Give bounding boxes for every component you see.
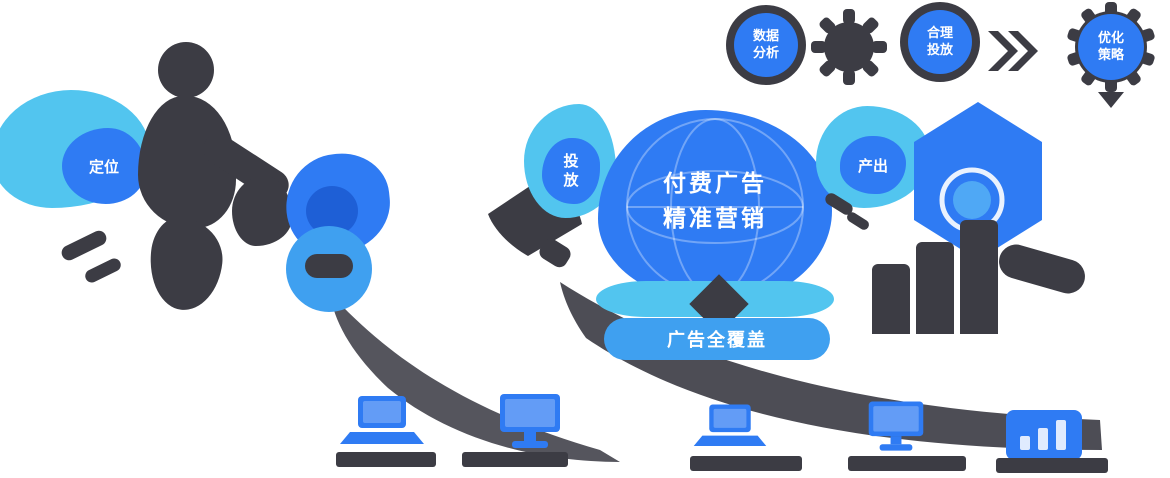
laptop-icon [693, 404, 767, 446]
flow-step-ring: 合理 投放 [900, 2, 980, 82]
podium-bar-medium [916, 242, 954, 334]
positioning-label: 定位 [88, 158, 119, 176]
double-chevron-icon [988, 31, 1038, 71]
caption-text-bar [690, 456, 802, 471]
caption-text-bar [996, 458, 1108, 473]
flow-step-2: 合理 投放 [900, 2, 980, 82]
flow-step-circle: 合理 投放 [908, 10, 972, 74]
monitor-icon [868, 401, 924, 451]
monitor-icon [500, 394, 560, 448]
laptop-icon [340, 396, 424, 444]
flow-step-ring: 数据 分析 [726, 5, 806, 85]
pointer-triangle-icon [1098, 92, 1124, 108]
bar-chart-icon [1006, 410, 1082, 460]
flow-step-1: 数据 分析 [726, 5, 806, 85]
person-silhouette-head [158, 42, 214, 98]
flow-step-3: 优化 策略 [1078, 14, 1144, 80]
caption-text-bar [462, 452, 568, 467]
banner-ribbon: 广告全覆盖 [604, 318, 830, 360]
flow-step-label: 优化 策略 [1097, 30, 1124, 62]
person-hand-blob [232, 176, 292, 246]
main-title: 付费广告 精准营销 [663, 170, 767, 231]
podium-bar-large [960, 220, 998, 334]
caption-text-bar [848, 456, 966, 471]
positioning-blob-inner: 定位 [62, 128, 146, 204]
flow-step-circle: 数据 分析 [734, 13, 798, 77]
placement-label: 投 放 [563, 152, 579, 190]
output-blob-inner: 产出 [840, 136, 906, 194]
banner-label: 广告全覆盖 [667, 330, 767, 350]
podium-bar-small [872, 264, 910, 334]
globe-icon: 付费广告 精准营销 [598, 110, 832, 304]
flow-step-label: 数据 分析 [752, 28, 779, 60]
flow-step-label: 合理 投放 [926, 25, 953, 57]
swoosh-left [330, 293, 620, 462]
caption-text-bar [336, 452, 436, 467]
placement-blob-inner: 投 放 [542, 138, 600, 204]
glasses-icon [305, 254, 353, 278]
gear-icon [811, 9, 887, 85]
output-label: 产出 [857, 157, 888, 175]
eye-circle-icon [286, 226, 372, 312]
